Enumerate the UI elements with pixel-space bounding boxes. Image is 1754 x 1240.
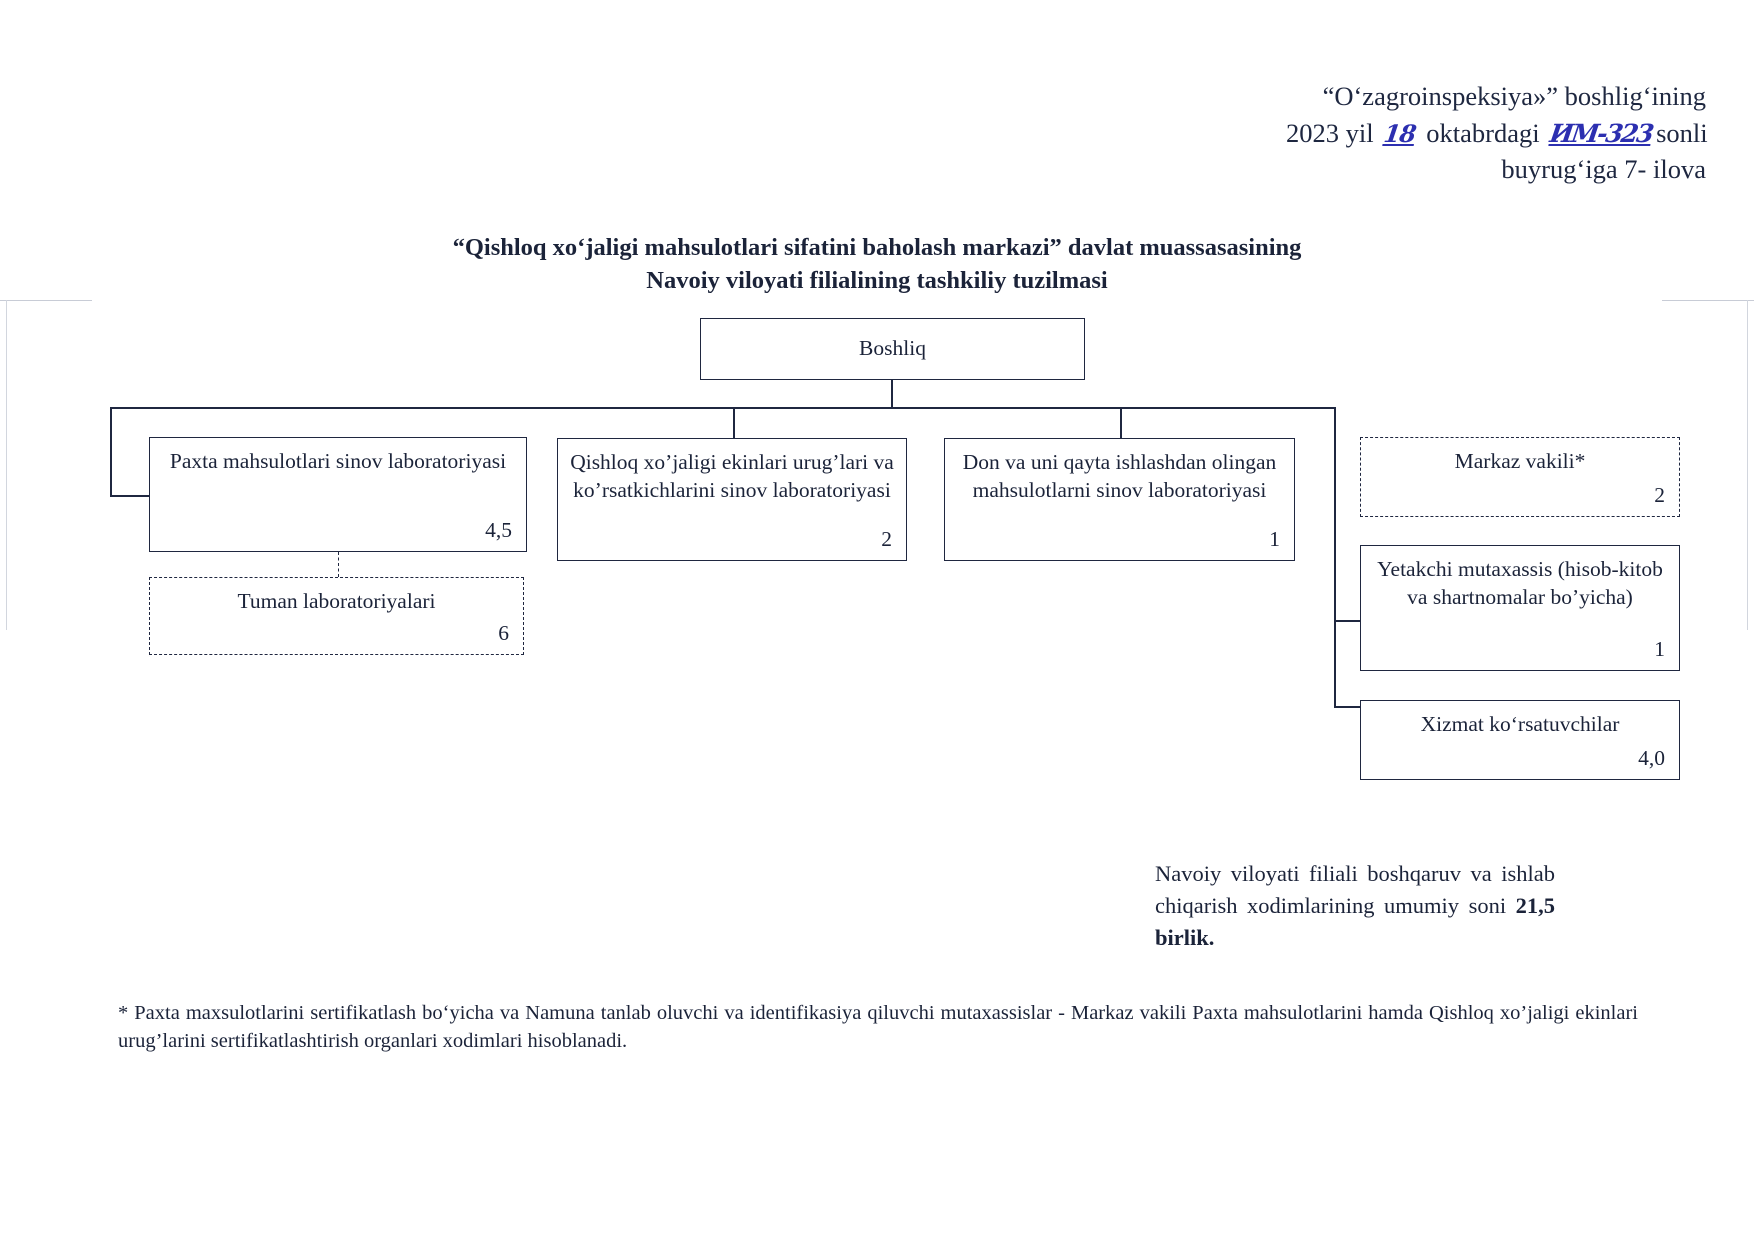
org-node-xizmat-count: 4,0: [1638, 746, 1665, 771]
org-node-paxta-label: Paxta mahsulotlari sinov laboratoriyasi: [169, 449, 507, 473]
connector-root-stem: [891, 380, 893, 408]
connector-into-yetakchi: [1334, 620, 1360, 622]
org-node-yetakchi-mutaxassis[interactable]: Yetakchi mutaxassis (hisob-kitob va shar…: [1360, 545, 1680, 671]
org-node-don-label: Don va uni qayta ishlashdan olingan mahs…: [962, 450, 1277, 502]
page-title-line-1: “Qishloq xo‘jaligi mahsulotlari sifatini…: [452, 234, 1302, 261]
org-node-yetakchi-count: 1: [1654, 637, 1665, 662]
footnote-text: * Paxta maxsulotlarini sertifikatlash bo…: [118, 1002, 1638, 1052]
header-line-1: “O‘zagroinspeksiya»” boshlig‘ining: [1322, 81, 1706, 111]
handwritten-day: 18: [1382, 118, 1418, 148]
connector-drop-don: [1120, 407, 1122, 438]
header-line-2: 2023 yil 18 oktabrdagi ИМ-323sonli: [1286, 115, 1708, 152]
header-year-label: 2023 yil: [1286, 117, 1374, 148]
org-node-urug-laboratoriyasi[interactable]: Qishloq xo’jaligi ekinlari urug’lari va …: [557, 438, 907, 561]
org-node-urug-count: 2: [881, 527, 892, 552]
summary-text: Navoiy viloyati filiali boshqaruv va ish…: [1155, 861, 1555, 918]
connector-left-into-paxta: [110, 495, 150, 497]
header-month-label: oktabrdagi: [1426, 117, 1540, 148]
header-line-3: buyrug‘iga 7- ilova: [1501, 154, 1706, 185]
edge-tick-left: [6, 300, 7, 630]
connector-main-bus: [110, 407, 1336, 409]
summary-unit: birlik.: [1155, 924, 1215, 950]
handwritten-order-number: ИМ-323: [1548, 118, 1655, 148]
org-node-markaz-vakili[interactable]: Markaz vakili* 2: [1360, 437, 1680, 517]
org-node-don-count: 1: [1269, 527, 1280, 552]
staff-total-summary: Navoiy viloyati filiali boshqaruv va ish…: [1155, 858, 1555, 954]
org-node-urug-label: Qishloq xo’jaligi ekinlari urug’lari va …: [570, 450, 894, 502]
summary-total-value: 21,5: [1515, 892, 1555, 918]
margin-rule-right: [1662, 300, 1754, 301]
page-title: “Qishloq xo‘jaligi mahsulotlari sifatini…: [0, 232, 1754, 297]
org-node-yetakchi-label: Yetakchi mutaxassis (hisob-kitob va shar…: [1377, 557, 1663, 609]
org-node-tuman-laboratoriyalari[interactable]: Tuman laboratoriyalari 6: [149, 577, 524, 655]
org-node-xizmat-label: Xizmat ko‘rsatuvchilar: [1420, 712, 1620, 736]
org-node-tuman-label: Tuman laboratoriyalari: [237, 589, 436, 613]
org-node-tuman-count: 6: [498, 621, 509, 646]
org-node-boshliq-label: Boshliq: [859, 336, 926, 361]
org-node-markaz-vakili-label: Markaz vakili*: [1454, 449, 1586, 473]
org-node-don-laboratoriyasi[interactable]: Don va uni qayta ishlashdan olingan mahs…: [944, 438, 1295, 561]
page-title-line-2: Navoiy viloyati filialining tashkiliy tu…: [646, 266, 1108, 294]
order-reference-header: “O‘zagroinspeksiya»” boshlig‘ining 2023 …: [1286, 78, 1708, 188]
connector-paxta-to-tuman: [338, 552, 339, 577]
connector-into-xizmat: [1334, 706, 1360, 708]
connector-left-drop: [110, 407, 112, 497]
connector-right-spine: [1334, 407, 1336, 707]
margin-rule-left: [0, 300, 92, 301]
org-node-paxta-laboratoriyasi[interactable]: Paxta mahsulotlari sinov laboratoriyasi …: [149, 437, 527, 552]
connector-drop-urug: [733, 407, 735, 438]
org-node-boshliq[interactable]: Boshliq: [700, 318, 1085, 380]
header-sonli-label: sonli: [1656, 117, 1708, 148]
org-node-markaz-vakili-count: 2: [1654, 483, 1665, 508]
edge-tick-right: [1747, 300, 1748, 630]
org-node-paxta-count: 4,5: [485, 518, 512, 543]
footnote: * Paxta maxsulotlarini sertifikatlash bo…: [118, 1000, 1638, 1055]
org-node-xizmat-korsatuvchilar[interactable]: Xizmat ko‘rsatuvchilar 4,0: [1360, 700, 1680, 780]
